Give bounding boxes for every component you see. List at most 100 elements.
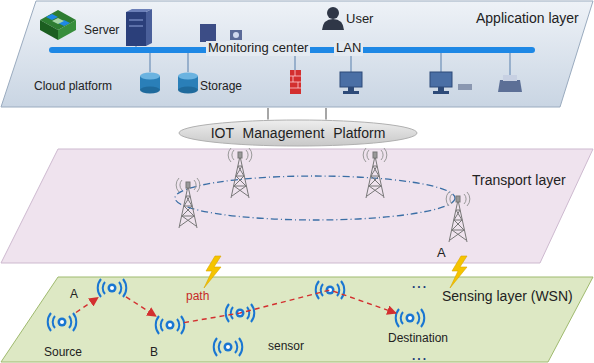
platform-ellipse: IOT Management Platform bbox=[178, 119, 418, 147]
text-label: Cloud platform bbox=[34, 80, 112, 94]
illustration-part bbox=[1, 277, 593, 362]
node-label: Destination bbox=[388, 332, 448, 346]
illustration-part bbox=[126, 12, 146, 46]
illustration-part bbox=[438, 87, 444, 91]
illustration-part bbox=[58, 318, 67, 327]
illustration-part bbox=[98, 279, 127, 297]
node-label: Transport layer bbox=[472, 172, 566, 188]
sensor-node-shape bbox=[98, 277, 126, 299]
illustration-part bbox=[156, 316, 185, 334]
illustration-part bbox=[52, 18, 64, 24]
illustration-part bbox=[58, 20, 70, 26]
storage-cylinder bbox=[178, 73, 198, 94]
illustration-part bbox=[149, 53, 150, 72]
illustration-part bbox=[230, 30, 242, 40]
path-arrow bbox=[126, 297, 156, 316]
illustration-part bbox=[433, 91, 449, 94]
illustration-part bbox=[214, 338, 243, 356]
illustration-part bbox=[327, 7, 339, 19]
illustration-part bbox=[408, 316, 412, 320]
illustration-part bbox=[166, 321, 175, 330]
illustration-part bbox=[40, 10, 76, 30]
illustration-part bbox=[108, 284, 117, 293]
illustration-part bbox=[450, 256, 467, 288]
text-label: Monitoring center bbox=[206, 41, 310, 56]
illustration-part bbox=[1, 1, 593, 107]
node-label: Source bbox=[44, 346, 82, 360]
illustration-part bbox=[340, 72, 362, 87]
user-icon bbox=[322, 7, 344, 30]
sensor-node: A bbox=[98, 277, 126, 299]
illustration-part bbox=[60, 320, 64, 324]
text-label: sensor bbox=[268, 340, 304, 354]
sensor-node: B bbox=[156, 314, 184, 336]
illustration-part bbox=[348, 87, 354, 91]
illustration-part bbox=[129, 20, 143, 21]
illustration-part bbox=[228, 148, 252, 198]
illustration-part bbox=[430, 72, 452, 87]
illustration-part bbox=[178, 76, 198, 90]
text-label: Server bbox=[84, 24, 119, 38]
node-label: Application layer bbox=[476, 10, 579, 26]
destination-sensor: Destination bbox=[396, 307, 424, 329]
link-line bbox=[325, 108, 327, 119]
cloud-cylinder bbox=[140, 73, 160, 94]
illustration-part bbox=[233, 32, 239, 38]
towers bbox=[176, 148, 470, 242]
node-label: A bbox=[70, 288, 78, 302]
node-label: IOT Management Platform bbox=[211, 125, 386, 141]
illustration-part bbox=[168, 323, 172, 327]
illustration-part bbox=[187, 53, 188, 72]
ellipsis-mark: ... bbox=[412, 350, 428, 363]
illustration-part bbox=[178, 73, 198, 80]
text-label: A bbox=[437, 246, 446, 261]
illustration-part bbox=[200, 24, 216, 42]
server-tiles bbox=[40, 10, 76, 40]
illustration-part bbox=[498, 80, 522, 92]
illustration-part bbox=[129, 26, 143, 27]
illustration-part bbox=[176, 178, 200, 228]
illustration-part bbox=[316, 281, 345, 299]
node-label: B bbox=[150, 346, 158, 360]
illustration-part bbox=[406, 314, 415, 323]
illustration-part bbox=[446, 192, 470, 242]
illustration-part bbox=[322, 19, 344, 30]
illustration-part bbox=[46, 14, 58, 20]
link-line bbox=[267, 108, 269, 119]
illustration-part bbox=[343, 91, 359, 94]
node-label: Sensing layer (WSN) bbox=[442, 288, 573, 304]
illustration-part bbox=[503, 75, 517, 81]
illustration-part bbox=[146, 9, 152, 46]
network-ring bbox=[175, 176, 455, 220]
illustration-part bbox=[48, 313, 77, 331]
illustration-part bbox=[204, 256, 221, 288]
illustration-part bbox=[135, 46, 136, 47]
ellipsis-mark: ... bbox=[412, 278, 428, 292]
path-arrow bbox=[76, 298, 98, 313]
illustration-part bbox=[396, 309, 425, 327]
illustration-part bbox=[179, 120, 417, 146]
transport-layer-band: Transport layer bbox=[0, 148, 594, 264]
illustration-part bbox=[140, 73, 160, 80]
server-tower bbox=[126, 9, 152, 46]
firewall bbox=[290, 70, 301, 94]
text-label: User bbox=[346, 12, 373, 27]
illustration-part bbox=[290, 70, 301, 88]
illustration-part bbox=[440, 53, 441, 72]
illustration-part bbox=[509, 53, 510, 76]
illustration-part bbox=[458, 84, 472, 90]
illustration-part bbox=[178, 87, 198, 94]
edge-label: path bbox=[186, 290, 209, 304]
transport-layer-band-shape bbox=[0, 148, 594, 264]
text-label: Storage bbox=[200, 80, 242, 94]
illustration-part bbox=[110, 286, 114, 290]
illustration-part bbox=[126, 9, 152, 12]
illustration-part bbox=[140, 76, 160, 90]
illustration-part bbox=[226, 304, 255, 322]
network-devices bbox=[200, 24, 242, 42]
text-label: LAN bbox=[334, 41, 363, 56]
source-sensor-shape bbox=[48, 311, 76, 333]
illustration-part bbox=[140, 87, 160, 94]
destination-sensor-shape bbox=[396, 307, 424, 329]
